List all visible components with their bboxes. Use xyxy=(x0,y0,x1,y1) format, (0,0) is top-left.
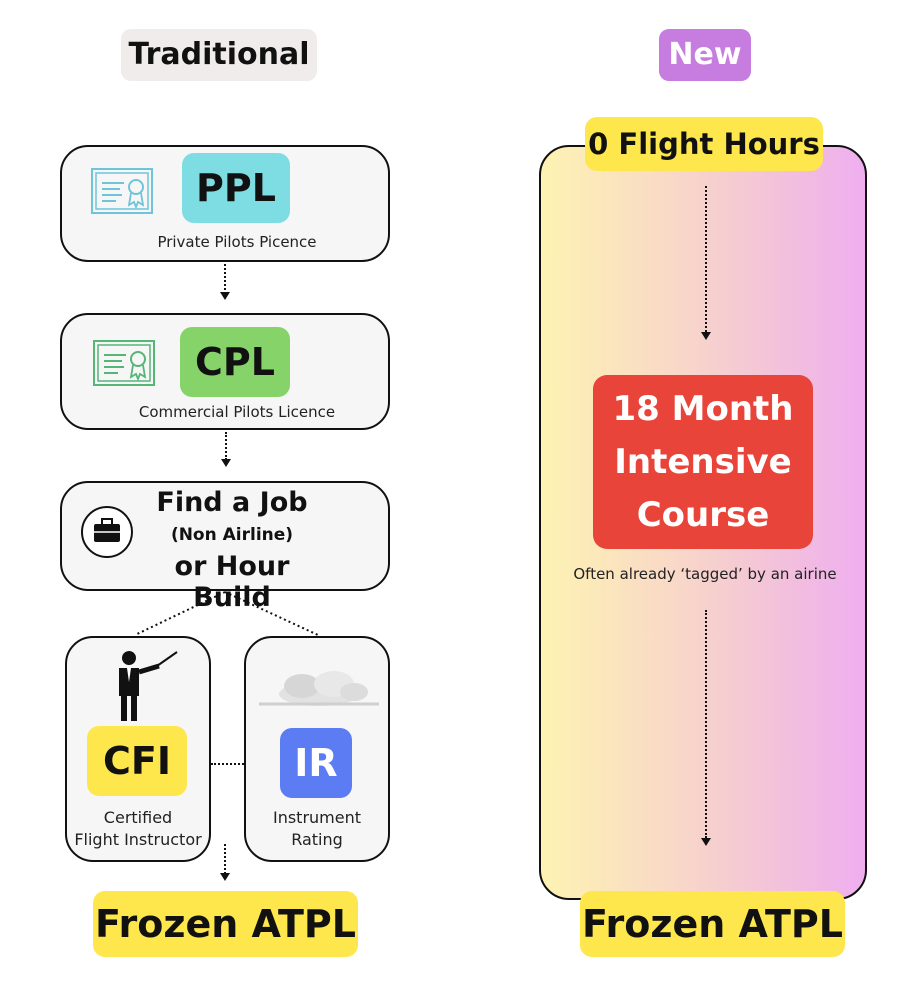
traditional-header: Traditional xyxy=(121,29,317,81)
new-start: 0 Flight Hours xyxy=(585,117,823,171)
certificate-icon xyxy=(90,167,154,215)
job-line2: (Non Airline) xyxy=(170,525,294,545)
instructor-icon xyxy=(111,648,181,723)
course-badge: 18 Month Intensive Course xyxy=(593,375,813,549)
cpl-caption: Commercial Pilots Licence xyxy=(138,403,336,421)
ir-badge: IR xyxy=(280,728,352,798)
cfi-card: CFI Certified Flight Instructor xyxy=(65,636,211,862)
arrowhead-cfi-result xyxy=(220,873,230,881)
cfi-badge: CFI xyxy=(87,726,187,796)
cpl-card: CPL Commercial Pilots Licence xyxy=(60,313,390,430)
new-result: Frozen ATPL xyxy=(580,891,845,957)
new-header: New xyxy=(659,29,751,81)
cloud-icon xyxy=(254,668,384,713)
connector-start-course xyxy=(705,186,707,332)
course-note: Often already ‘tagged’ by an airine xyxy=(573,565,837,583)
cfi-caption-line1: Certified xyxy=(103,808,173,827)
job-line1: Find a Job xyxy=(156,487,308,518)
traditional-result: Frozen ATPL xyxy=(93,891,358,957)
job-card: Find a Job (Non Airline) or Hour Build xyxy=(60,481,390,613)
arrowhead-start-course xyxy=(701,332,711,340)
arrowhead-ppl-cpl xyxy=(220,292,230,300)
arrowhead-course-result xyxy=(701,838,711,846)
ir-caption-line2: Rating xyxy=(291,830,343,849)
ir-caption-line1: Instrument xyxy=(272,808,362,827)
connector-cfi-ir xyxy=(211,763,244,765)
ir-card: IR Instrument Rating xyxy=(244,636,390,862)
branch-connector xyxy=(134,591,319,636)
ppl-badge: PPL xyxy=(182,153,290,223)
briefcase-icon xyxy=(80,505,134,559)
ppl-caption: Private Pilots Picence xyxy=(157,233,317,251)
connector-course-result xyxy=(705,610,707,838)
arrowhead-cpl-job xyxy=(221,459,231,467)
course-line2: Intensive xyxy=(614,442,792,482)
course-line1: 18 Month xyxy=(612,389,794,429)
certificate-icon xyxy=(92,339,156,387)
course-line3: Course xyxy=(636,495,770,535)
cpl-badge: CPL xyxy=(180,327,290,397)
connector-cpl-job xyxy=(225,432,227,460)
connector-ppl-cpl xyxy=(224,264,226,294)
connector-cfi-result xyxy=(224,844,226,874)
ppl-card: PPL Private Pilots Picence xyxy=(60,145,390,262)
cfi-caption-line2: Flight Instructor xyxy=(74,830,202,849)
